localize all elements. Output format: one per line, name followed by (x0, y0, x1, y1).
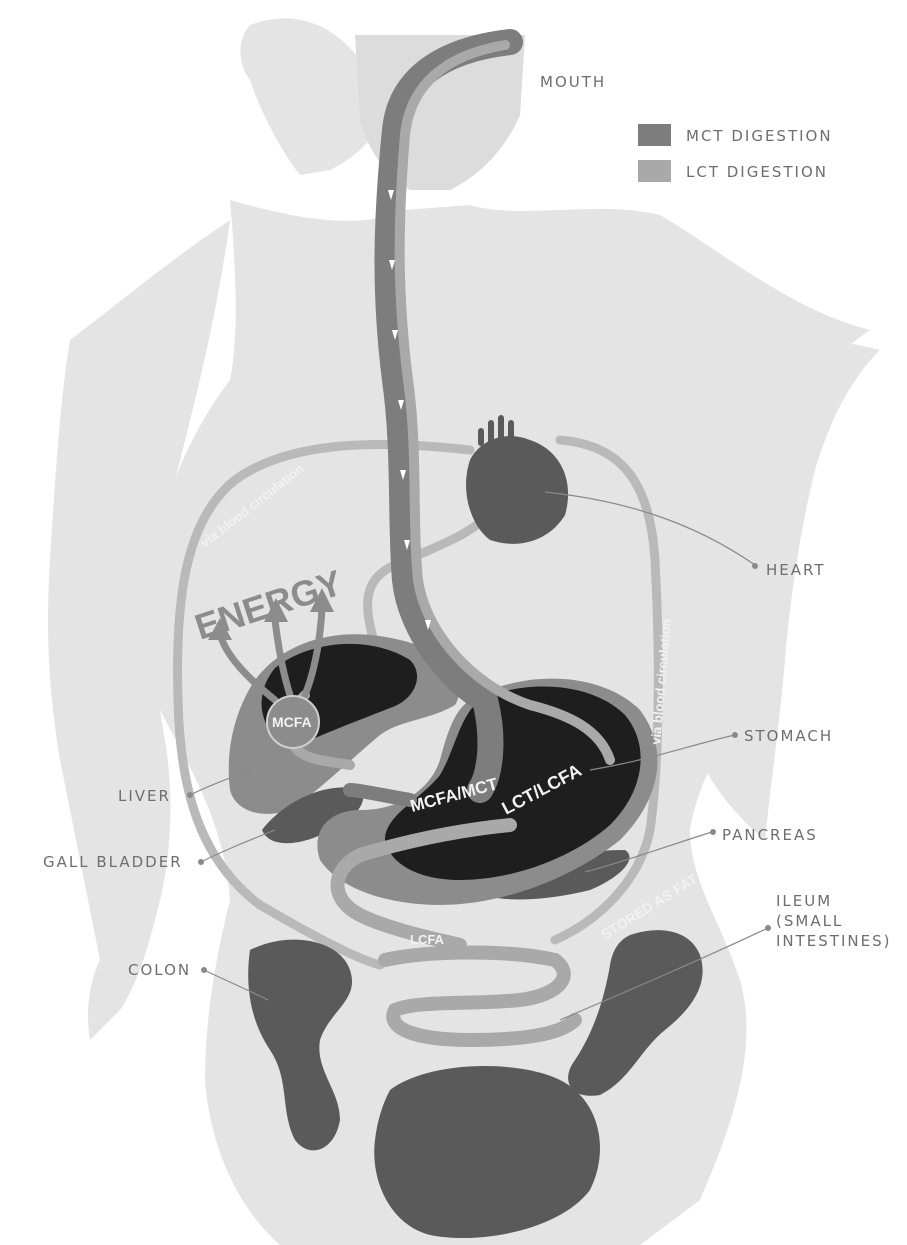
gall-bladder-leader-dot (198, 859, 204, 865)
label-heart: HEART (766, 561, 826, 579)
label-ileum-1: ILEUM (776, 892, 832, 910)
liver-leader-dot (187, 792, 193, 798)
colon-leader-dot (201, 967, 207, 973)
label-stomach: STOMACH (744, 727, 833, 745)
lcfa-label: LCFA (410, 932, 445, 947)
label-ileum-3: INTESTINES) (776, 932, 891, 950)
ileum-leader-dot (765, 925, 771, 931)
legend-label-lct: LCT DIGESTION (686, 163, 828, 181)
stomach-leader-dot (732, 732, 738, 738)
label-pancreas: PANCREAS (722, 826, 818, 844)
pancreas-leader-dot (710, 829, 716, 835)
label-colon: COLON (128, 961, 191, 979)
legend: MCT DIGESTION LCT DIGESTION (638, 124, 833, 182)
mcfa-liver-label: MCFA (272, 714, 312, 730)
label-ileum-2: (SMALL (776, 912, 843, 930)
label-liver: LIVER (118, 787, 171, 805)
label-mouth: MOUTH (540, 73, 606, 91)
heart-leader-dot (752, 563, 758, 569)
legend-label-mct: MCT DIGESTION (686, 127, 833, 145)
label-gall-bladder: GALL BLADDER (43, 853, 183, 871)
legend-swatch-lct (638, 160, 671, 182)
body-silhouette (48, 18, 880, 1245)
legend-swatch-mct (638, 124, 671, 146)
